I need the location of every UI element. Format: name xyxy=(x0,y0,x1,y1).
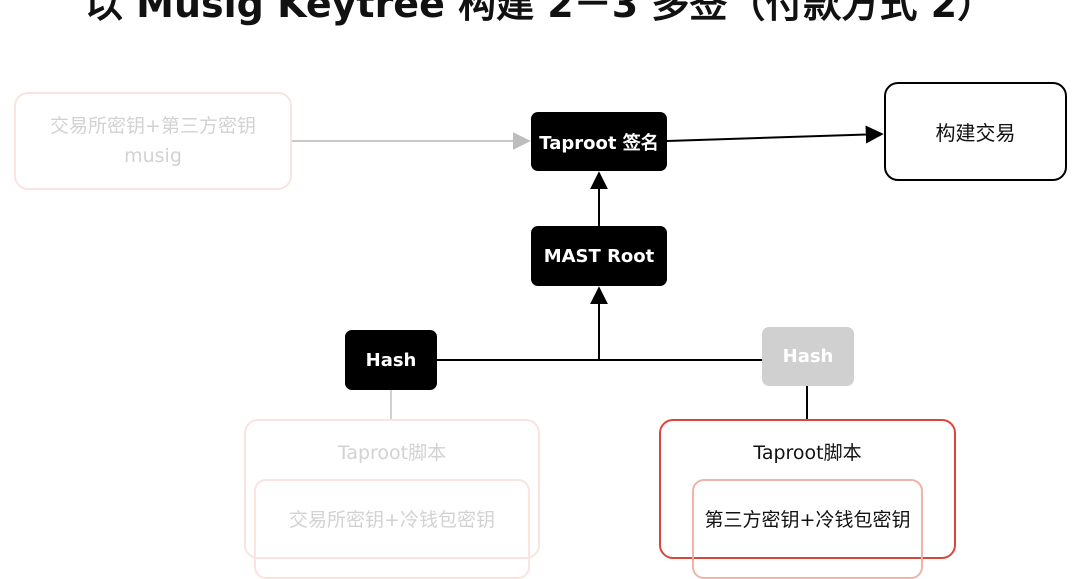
taproot-script-left-title: Taproot脚本 xyxy=(337,442,447,464)
edge-taproot-sign-to-build-tx xyxy=(666,125,884,144)
build-transaction-node: 构建交易 xyxy=(884,82,1067,181)
script-left-key-box: 交易所密钥+冷钱包密钥 xyxy=(254,479,530,579)
musig-label: musig xyxy=(124,145,182,167)
script-right-key-label: 第三方密钥+冷钱包密钥 xyxy=(704,509,911,531)
script-right-key-box: 第三方密钥+冷钱包密钥 xyxy=(692,479,923,579)
mast-root-node: MAST Root xyxy=(531,226,667,286)
musig-key-node: 交易所密钥+第三方密钥 musig xyxy=(14,92,292,190)
diagram-edges xyxy=(292,125,884,419)
musig-key-label: 交易所密钥+第三方密钥 xyxy=(50,115,256,137)
hash-right-node: Hash xyxy=(762,327,854,386)
hash-left-node: Hash xyxy=(345,330,437,390)
taproot-sign-node: Taproot 签名 xyxy=(531,112,667,171)
taproot-script-right-title: Taproot脚本 xyxy=(753,442,862,464)
taproot-script-right: Taproot脚本 第三方密钥+冷钱包密钥 xyxy=(659,419,956,579)
taproot-script-left: Taproot脚本 交易所密钥+冷钱包密钥 xyxy=(244,419,540,579)
script-left-key-label: 交易所密钥+冷钱包密钥 xyxy=(289,509,495,531)
diagram-title: 以 Musig Keytree 构建 2－3 多签（付款方式 2） xyxy=(84,0,996,26)
